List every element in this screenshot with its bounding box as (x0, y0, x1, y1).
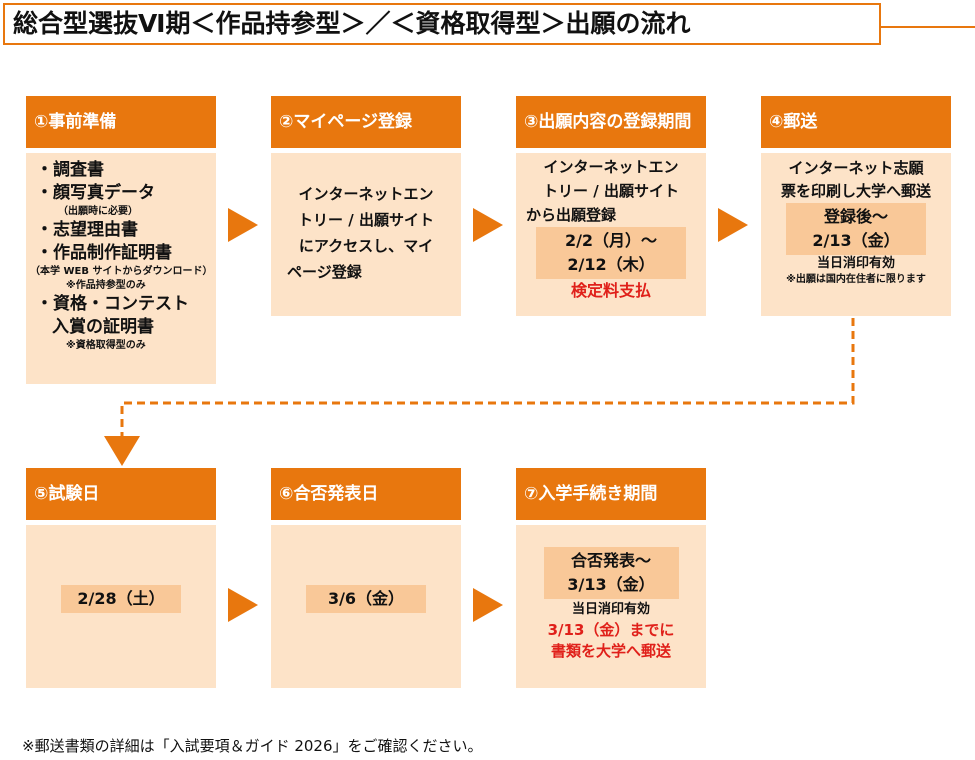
text: にアクセスし、マイ (298, 237, 434, 255)
step-1-box: ・調査書 ・顔写真データ （出願時に必要） ・志望理由書 ・作品制作証明書 （本… (26, 153, 216, 384)
arrow-right-icon (228, 208, 258, 242)
step-2-header: ②マイページ登録 (271, 96, 461, 148)
item-note: （本学 WEB サイトからダウンロード） (30, 266, 213, 277)
item: ・調査書 (36, 160, 104, 180)
period-end: 2/13（金） (812, 231, 900, 250)
period-highlight: 登録後～ 2/13（金） (786, 203, 926, 255)
step-1-header: ①事前準備 (26, 96, 216, 148)
footnote: ※郵送書類の詳細は「入試要項＆ガイド 2026」をご確認ください。 (22, 737, 483, 755)
text: インターネットエン (543, 158, 679, 176)
item: ・資格・コンテスト (36, 294, 189, 314)
text: トリー / 出願サイト (298, 211, 434, 229)
step-4-header: ④郵送 (761, 96, 951, 148)
step-5-header: ⑤試験日 (26, 468, 216, 520)
item: ・作品制作証明書 (36, 243, 172, 263)
dashed-connector (104, 318, 855, 466)
period-start: 合否発表～ (570, 551, 651, 570)
item-note: ※資格取得型のみ (66, 340, 146, 351)
step-2-box: インターネットエン トリー / 出願サイト にアクセスし、マイ ページ登録 (271, 153, 461, 316)
arrow-right-icon (473, 588, 503, 622)
title-line (881, 26, 975, 28)
step-5-box: 2/28（土） (26, 525, 216, 688)
step-7-header: ⑦入学手続き期間 (516, 468, 706, 520)
item: 入賞の証明書 (52, 317, 154, 337)
deadline-note: 書類を大学へ郵送 (550, 642, 671, 660)
period-end: 2/12（木） (567, 255, 655, 274)
item-note: ※作品持参型のみ (66, 280, 146, 291)
item-note: （出願時に必要） (58, 206, 138, 217)
text: インターネット志願 (788, 159, 924, 177)
step-4-box: インターネット志願 票を印刷し大学へ郵送 登録後～2/13（金） 当日消印有効 … (761, 153, 951, 316)
text: から出願登録 (526, 206, 617, 224)
residence-note: ※出願は国内在住者に限ります (786, 274, 926, 285)
step-6-header: ⑥合否発表日 (271, 468, 461, 520)
step-3-box: インターネットエン トリー / 出願サイト から出願登録 2/2（月）～ 2/12… (516, 153, 706, 316)
period-highlight: 合否発表～ 3/13（金） (543, 547, 679, 599)
text: インターネットエン (298, 185, 434, 203)
period-start: 登録後～ (823, 207, 888, 226)
fee-note: 検定料支払 (570, 281, 651, 300)
period-highlight: 2/2（月）～ 2/12（木） (536, 227, 686, 279)
page-title: 総合型選抜Ⅵ期＜作品持参型＞／＜資格取得型＞出願の流れ (3, 3, 881, 45)
arrow-right-icon (228, 588, 258, 622)
arrow-right-icon (473, 208, 503, 242)
exam-date: 2/28（土） (61, 585, 181, 613)
text: トリー / 出願サイト (543, 182, 679, 200)
text: ページ登録 (287, 263, 362, 281)
period-end: 3/13（金） (567, 575, 655, 594)
step-3-header: ③出願内容の登録期間 (516, 96, 706, 148)
item: ・顔写真データ (36, 183, 155, 203)
step-7-box: 合否発表～ 3/13（金） 当日消印有効 3/13（金）までに 書類を大学へ郵送 (516, 525, 706, 688)
result-date: 3/6（金） (306, 585, 426, 613)
step-6-box: 3/6（金） (271, 525, 461, 688)
deadline-note: 3/13（金）までに (547, 621, 675, 639)
text: 票を印刷し大学へ郵送 (780, 182, 931, 200)
arrow-right-icon (718, 208, 748, 242)
item: ・志望理由書 (36, 220, 138, 240)
arrow-down-icon (104, 436, 140, 466)
postmark-note: 当日消印有効 (816, 256, 895, 271)
postmark-note: 当日消印有効 (571, 602, 650, 617)
period-start: 2/2（月）～ (564, 231, 658, 250)
